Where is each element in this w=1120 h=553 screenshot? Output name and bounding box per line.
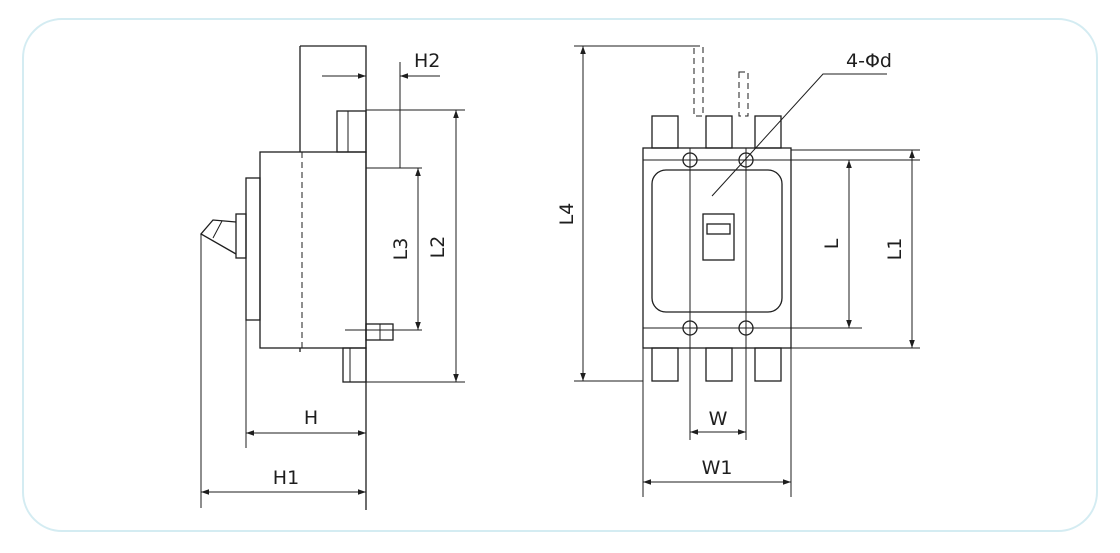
front-body xyxy=(642,147,792,349)
handle-slot xyxy=(706,223,731,235)
operating-handle xyxy=(199,219,237,255)
dim-label-w1: W1 xyxy=(702,457,733,479)
handle-window xyxy=(702,213,735,261)
dim-label-h1: H1 xyxy=(273,467,299,489)
top-terminal xyxy=(754,115,782,149)
top-terminal xyxy=(336,110,367,153)
breaker-body xyxy=(259,151,367,349)
front-face xyxy=(245,177,261,321)
bottom-terminal xyxy=(705,347,733,382)
top-terminal xyxy=(705,115,733,149)
dim-label-l1: L1 xyxy=(884,238,906,261)
front-view: L4 4-Φd L L1 W W1 xyxy=(556,45,920,497)
dim-label-l4: L4 xyxy=(556,203,578,226)
dim-label-h: H xyxy=(304,407,318,429)
bottom-terminal xyxy=(754,347,782,382)
hole-spec-label: 4-Φd xyxy=(846,50,892,72)
stud-projection xyxy=(738,71,749,117)
handle-base xyxy=(235,213,247,259)
top-terminal xyxy=(651,115,679,149)
hole-leader-line xyxy=(711,73,887,197)
dim-label-l: L xyxy=(821,238,843,249)
dim-label-l3: L3 xyxy=(390,238,412,261)
front-cover xyxy=(651,169,783,313)
dim-label-l2: L2 xyxy=(427,236,449,259)
bottom-terminal xyxy=(342,347,367,383)
mounting-plate xyxy=(300,45,367,510)
side-view: H2 L3 L2 H H1 xyxy=(199,45,465,510)
dim-label-h2: H2 xyxy=(414,50,440,72)
dim-label-w: W xyxy=(709,408,728,430)
stud-projection xyxy=(693,45,704,117)
bottom-terminal xyxy=(651,347,679,382)
